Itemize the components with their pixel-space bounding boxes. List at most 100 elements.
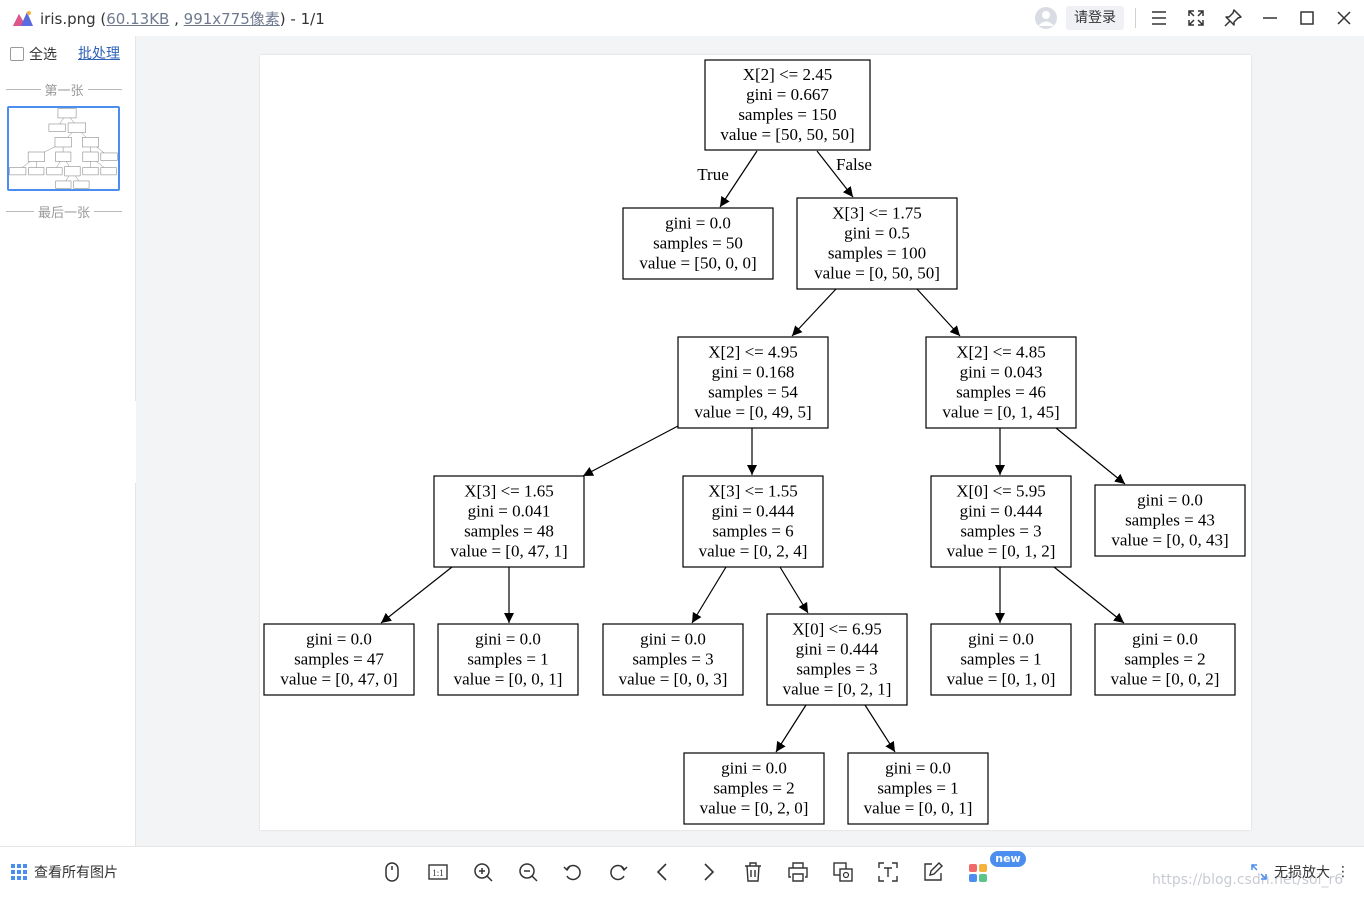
watermark-text: https://blog.csdn.net/sol_r6 <box>1152 872 1344 888</box>
thumbnail-node <box>82 151 99 162</box>
login-button[interactable]: 请登录 <box>1066 6 1124 30</box>
title-paren-open: ( <box>95 10 107 28</box>
tree-node-box <box>263 623 415 696</box>
thumbnail-edge <box>67 132 73 138</box>
last-image-label: 最后一张 <box>38 206 91 221</box>
pin-icon[interactable] <box>1221 6 1245 30</box>
thumbnail-edge <box>81 132 87 138</box>
thumbnail-node <box>64 166 81 177</box>
edit-icon[interactable] <box>921 860 945 884</box>
title-paren-close: ) <box>279 10 286 28</box>
tree-node-line: gini = 0.0 <box>1132 630 1198 649</box>
mouse-icon[interactable] <box>380 860 404 884</box>
thumbnail-edge <box>96 161 105 168</box>
thumbnail-edge <box>75 175 80 181</box>
tree-node-line: value = [50, 50, 50] <box>720 125 854 144</box>
apps-icon[interactable] <box>966 860 990 884</box>
tree-node-box <box>682 475 824 568</box>
tree-edge-n6-n11 <box>691 566 727 624</box>
batch-process-link[interactable]: 批处理 <box>78 46 120 62</box>
thumbnail-node <box>48 123 66 132</box>
bottom-toolbar: 查看所有图片 1:1 <box>0 846 1364 899</box>
next-icon[interactable] <box>696 860 720 884</box>
view-all-images-button[interactable]: 查看所有图片 <box>10 862 118 882</box>
tree-node-line: value = [0, 0, 1] <box>454 670 563 689</box>
fullscreen-icon[interactable] <box>1184 6 1208 30</box>
tree-node-line: X[2] <= 2.45 <box>743 65 833 84</box>
tree-node-box <box>602 623 744 696</box>
tree-edge-n2-n4 <box>916 288 961 337</box>
tree-node-line: samples = 43 <box>1125 511 1215 530</box>
tree-node-box <box>766 613 908 706</box>
tree-node-line: gini = 0.444 <box>796 640 879 659</box>
ocr-text-icon[interactable] <box>876 860 900 884</box>
tree-node-line: value = [0, 50, 50] <box>814 264 940 283</box>
tree-node-line: X[2] <= 4.95 <box>708 343 798 362</box>
select-all-checkbox[interactable]: 全选 <box>10 44 57 64</box>
edge-label-true: True <box>697 165 729 184</box>
tree-node-line: X[3] <= 1.75 <box>832 204 922 223</box>
tree-edge-n12-n16 <box>864 704 896 753</box>
tree-node-line: value = [0, 0, 43] <box>1111 531 1228 550</box>
zoom-out-icon[interactable] <box>516 860 540 884</box>
tree-node-box <box>433 475 585 568</box>
zoom-in-icon[interactable] <box>471 860 495 884</box>
first-image-label: 第一张 <box>44 84 84 99</box>
thumbnail-edge <box>70 117 75 124</box>
title-bar: iris.png (60.13KB , 991x775像素) - 1/1 请登录 <box>0 0 1364 36</box>
lossless-zoom-button[interactable]: 无损放大 ⋮ <box>1250 862 1350 882</box>
file-size-link[interactable]: 60.13KB <box>106 10 170 28</box>
thumbnail-node <box>27 151 45 162</box>
select-all-label: 全选 <box>29 47 57 63</box>
tree-node-line: value = [0, 1, 45] <box>942 403 1059 422</box>
more-options-icon[interactable]: ⋮ <box>1336 864 1350 880</box>
delete-icon[interactable] <box>741 860 765 884</box>
thumbnail-node <box>100 152 118 161</box>
checkbox-box[interactable] <box>10 47 24 61</box>
tree-node-line: X[3] <= 1.65 <box>464 482 554 501</box>
lossless-zoom-label: 无损放大 <box>1274 865 1330 881</box>
image-dimensions-link[interactable]: 991x775像素 <box>183 10 280 28</box>
rotate-right-icon[interactable] <box>606 860 630 884</box>
tree-node-box <box>796 197 958 290</box>
tree-node-line: value = [0, 0, 1] <box>864 799 973 818</box>
thumbnail-edge <box>56 161 61 168</box>
tree-node-box <box>437 623 579 696</box>
view-all-label: 查看所有图片 <box>34 865 118 881</box>
tree-node-line: value = [0, 2, 0] <box>700 799 809 818</box>
tree-node-line: samples = 1 <box>877 779 958 798</box>
convert-icon[interactable] <box>831 860 855 884</box>
tree-edge-n2-n3 <box>791 288 837 337</box>
user-avatar-icon[interactable] <box>1034 6 1058 30</box>
tree-node-line: value = [0, 1, 0] <box>947 670 1056 689</box>
maximize-icon[interactable] <box>1295 6 1319 30</box>
tree-node-line: gini = 0.043 <box>960 363 1043 382</box>
title-comma: , <box>169 10 184 28</box>
actual-size-icon[interactable]: 1:1 <box>426 860 450 884</box>
tree-node-line: samples = 6 <box>712 522 793 541</box>
previous-icon[interactable] <box>651 860 675 884</box>
menu-icon[interactable] <box>1147 6 1171 30</box>
tree-node-box <box>622 207 774 280</box>
tree-node-box <box>683 752 825 825</box>
print-icon[interactable] <box>786 860 810 884</box>
thumbnail-edge <box>96 146 105 154</box>
tree-node-line: value = [0, 49, 5] <box>694 403 811 422</box>
close-icon[interactable] <box>1332 6 1356 30</box>
minimize-icon[interactable] <box>1258 6 1282 30</box>
thumbnail-node <box>9 167 27 176</box>
tree-node-box <box>930 623 1072 696</box>
tree-edge-n7-n14 <box>1053 566 1125 624</box>
image-thumbnail[interactable] <box>7 106 120 191</box>
thumbnail-edge <box>59 117 64 125</box>
first-image-divider: 第一张 <box>6 80 123 99</box>
rotate-left-icon[interactable] <box>561 860 585 884</box>
tree-node-line: gini = 0.667 <box>746 85 829 104</box>
